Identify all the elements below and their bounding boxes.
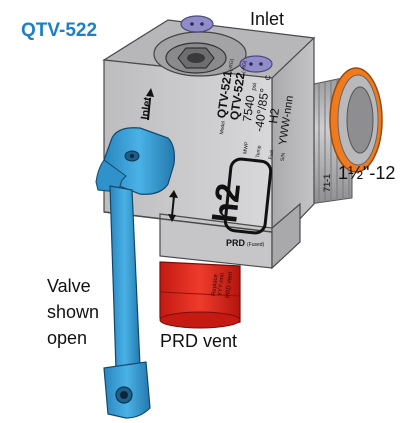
engraved-pressure: 7540	[240, 94, 258, 123]
engraved-model-line1-suffix: (-RG)	[228, 58, 236, 72]
valve-open-label: Valve shown open	[47, 273, 127, 351]
engraved-sn-prefix: S/N	[280, 152, 287, 161]
engraved-temperature-unit: C	[265, 75, 273, 81]
prd-cap-line1: Replace	[211, 273, 219, 296]
valve-label-line2: shown	[47, 302, 100, 322]
purple-screw-right	[239, 55, 273, 73]
engraved-pressure-unit: psi	[251, 83, 258, 91]
purple-screw-top	[180, 15, 214, 33]
prd-cap-line3: PRD Vent	[225, 271, 234, 298]
inlet-label: Inlet	[250, 9, 285, 29]
engraved-temperature: -40°/85°	[252, 87, 272, 132]
valve-lever	[95, 127, 175, 419]
brand-logo: h2 PRD (Fused)	[206, 157, 273, 248]
prd-vent-cap: Replace YYY-nnn PRD Vent	[159, 261, 241, 329]
engraved-prd-mark: PRD	[226, 238, 246, 248]
prd-cap-line2: YYY-nnn	[217, 272, 225, 296]
valve-label-line1: Valve	[47, 276, 91, 296]
inlet-arrow-mark: Inlet	[139, 88, 154, 120]
brand-logo-text: h2	[206, 181, 248, 224]
engraved-gas: H2	[266, 107, 282, 124]
prd-vent-label: PRD vent	[160, 331, 238, 351]
double-arrow-mark	[168, 190, 178, 222]
valve-label-line3: open	[47, 328, 88, 348]
thread-size-label: 1½"-12	[338, 163, 396, 183]
engraved-model-line2-suffix: (-RG)	[241, 60, 249, 74]
engraved-temp-prefix: Temp	[255, 145, 263, 158]
engraved-fuel-prefix: Fuel	[268, 149, 275, 159]
engraved-model-line2: QTV-522	[227, 71, 248, 121]
engraved-fitting-mark: 71-1	[322, 174, 332, 192]
engraved-prd-suffix: (Fused)	[247, 242, 265, 248]
engraved-model-prefix: Model	[219, 121, 227, 135]
model-title: QTV-522	[21, 20, 98, 41]
engraved-model-line1: QTV-521	[214, 69, 235, 119]
inlet-port	[153, 31, 247, 77]
engraved-mwp-prefix: MWP	[242, 141, 250, 155]
engraved-specs: Model QTV-521 (-RG) QTV-522 (-RG) MWP 75…	[214, 58, 296, 162]
